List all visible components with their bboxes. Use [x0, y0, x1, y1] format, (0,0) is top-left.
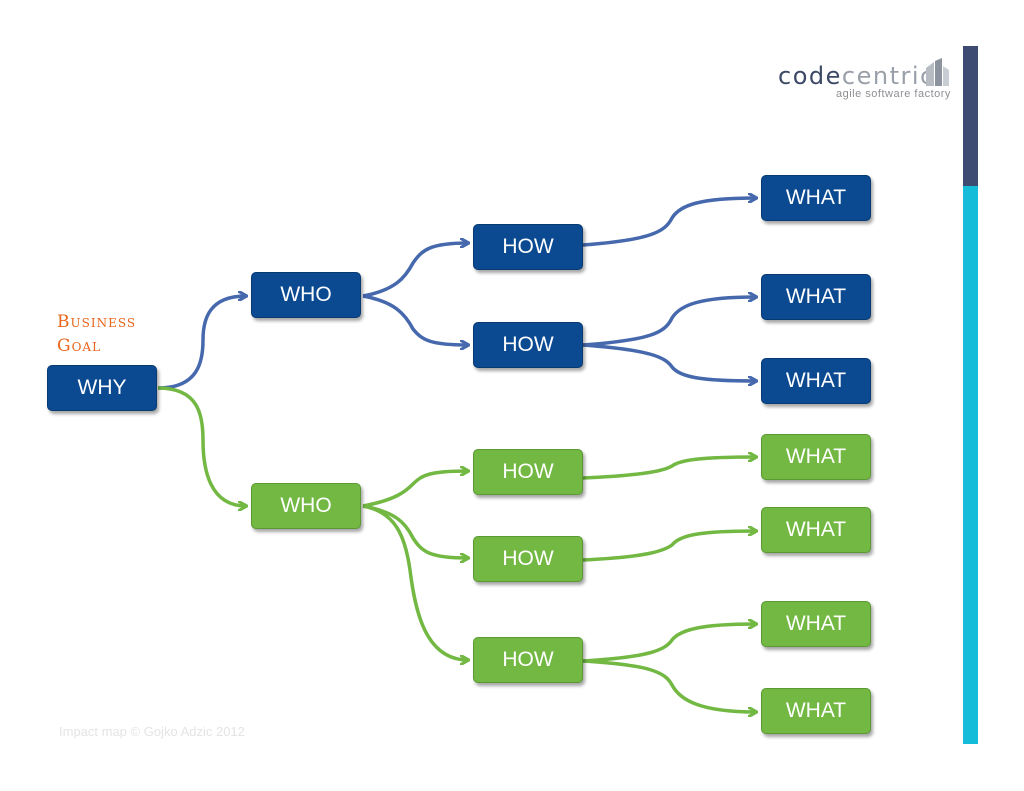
edge-why-who-blue — [157, 296, 246, 390]
logo-name-accent: centric — [841, 62, 935, 90]
sidebar-accent-navy — [963, 46, 978, 186]
node-what-green-2: WHAT — [761, 507, 871, 553]
business-goal-label: Business Goal — [57, 310, 167, 358]
node-what-green-4: WHAT — [761, 688, 871, 734]
node-how-blue-2: HOW — [473, 322, 583, 368]
edge-who-how-blue-2 — [362, 294, 468, 345]
logo-name-primary: code — [778, 62, 842, 90]
node-who-blue: WHO — [251, 272, 361, 318]
edge-how-what-green-2 — [582, 531, 756, 562]
node-how-green-2: HOW — [473, 536, 583, 582]
copyright-caption: Impact map © Gojko Adzic 2012 — [59, 724, 245, 739]
node-what-green-3: WHAT — [761, 601, 871, 647]
node-what-green-1: WHAT — [761, 434, 871, 480]
goal-label-line1: Business — [57, 312, 137, 332]
building-icon — [926, 58, 949, 86]
codecentric-logo: codecentric agile software factory — [778, 58, 958, 108]
edge-how-what-green-4 — [582, 659, 756, 712]
node-how-green-1: HOW — [473, 449, 583, 495]
sidebar-accent-cyan — [963, 186, 978, 744]
node-what-blue-2: WHAT — [761, 274, 871, 320]
logo-wordmark: codecentric — [778, 62, 935, 90]
edge-why-who-green — [157, 386, 246, 506]
edge-who-how-green-1 — [362, 471, 468, 508]
edge-who-how-blue-1 — [362, 243, 468, 298]
logo-tagline: agile software factory — [836, 88, 951, 100]
goal-label-line2: Goal — [57, 336, 102, 356]
edge-who-how-green-3 — [362, 504, 468, 660]
node-how-green-3: HOW — [473, 637, 583, 683]
edge-how-what-green-1 — [582, 457, 756, 480]
node-who-green: WHO — [251, 483, 361, 529]
edge-how-what-blue-1 — [582, 198, 756, 247]
edge-how-what-blue-2 — [582, 297, 756, 347]
node-why: WHY — [47, 365, 157, 411]
edge-how-what-blue-3 — [582, 343, 756, 381]
edge-who-how-green-2 — [362, 504, 468, 558]
edge-how-what-green-3 — [582, 624, 756, 663]
node-how-blue-1: HOW — [473, 224, 583, 270]
node-what-blue-3: WHAT — [761, 358, 871, 404]
node-what-blue-1: WHAT — [761, 175, 871, 221]
